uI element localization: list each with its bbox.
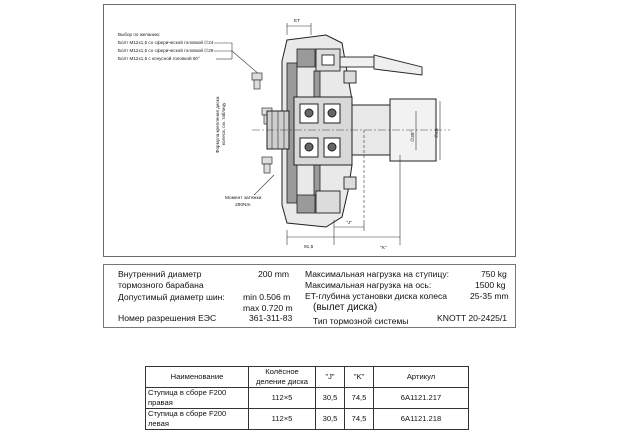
cell-k: 74,5: [344, 408, 374, 430]
spec-right-label-3: ET-глубина установки диска колеса: [305, 291, 448, 301]
header-k: "K": [344, 366, 374, 388]
dim-diameter-39: ∅39°: [410, 130, 416, 142]
spec-box-border: [103, 264, 516, 328]
spec-left-value-1: 200 mm: [258, 269, 290, 279]
bolt-option-1: Болт М12х1,5 со сферической головкой ∅24: [118, 39, 214, 45]
cell-k: 74,5: [344, 387, 374, 409]
spec-left-label-5: Номер разрешения ЕЭС: [118, 313, 217, 323]
header-bolt-pattern: Колёсное деление диска: [248, 366, 316, 388]
dim-k-label: "K": [380, 245, 387, 251]
table-header-row: Наименование Колёсное деление диска "J" …: [145, 366, 469, 388]
hub-body: [266, 96, 353, 166]
cell-name: Ступица в сборе F200 левая: [145, 408, 249, 430]
disk-formula-label-2: колеса, см. таблицу: [221, 102, 226, 145]
parts-table: Наименование Колёсное деление диска "J" …: [145, 366, 469, 430]
header-name: Наименование: [145, 366, 249, 388]
header-j: "J": [315, 366, 345, 388]
cell-j: 30,5: [315, 387, 345, 409]
spec-left-value-5: 361-311-83: [249, 313, 293, 323]
axle-shaft: [252, 98, 450, 162]
spec-left-label-1: Внутренний диаметр: [118, 269, 202, 279]
cell-article: 6A1121.217: [373, 387, 469, 409]
bolt-option-3: Болт М12х1,5 с конусной головкой 60°: [118, 55, 200, 61]
spec-left-label-3: Допустимый диаметр шин:: [118, 292, 225, 302]
spec-left-value-3: min 0.506 m: [243, 292, 291, 302]
dimension-lines: [286, 23, 441, 245]
torque-label-1: Момент затяжки: [225, 195, 262, 201]
bolt-options-heading: Выбор по желанию:: [118, 32, 160, 37]
spec-right-value-3: 25-35 mm: [470, 291, 509, 301]
cell-bolt-pattern: 112×5: [248, 408, 316, 430]
cell-article: 6A1121.218: [373, 408, 469, 430]
brake-mechanism: [315, 48, 423, 214]
cell-name: Ступица в сборе F200 правая: [145, 387, 249, 409]
hub-cross-section-drawing: Выбор по желанию: Болт М12х1,5 со сферич…: [118, 18, 450, 251]
table-row: Ступица в сборе F200 левая 112×5 30,5 74…: [145, 408, 469, 430]
header-article: Артикул: [373, 366, 469, 388]
torque-value: 280Nm: [235, 202, 250, 208]
dim-diameter-45: ∅45: [434, 128, 440, 138]
spec-right-label-2: Максимальная нагрузка на ось:: [305, 280, 432, 290]
bolt-leader-lines: [214, 42, 261, 76]
technical-drawing-frame: Выбор по желанию: Болт М12х1,5 со сферич…: [103, 4, 516, 257]
bolt-option-2: Болт М12х1,5 со сферической головкой ∅28: [118, 47, 214, 53]
dim-915-label: 91,5: [304, 244, 314, 250]
dim-j-label: "J": [346, 220, 352, 226]
table-row: Ступица в сборе F200 правая 112×5 30,5 7…: [145, 387, 469, 409]
dim-et-label: ET: [294, 18, 300, 24]
spec-right-value-5: KNOTT 20-2425/1: [437, 313, 508, 323]
cell-j: 30,5: [315, 408, 345, 430]
spec-right-label-5: Тип тормозной системы: [313, 316, 409, 326]
spec-right-value-1: 750 kg: [481, 269, 507, 279]
spec-left-label-2: тормозного барабана: [118, 280, 204, 290]
spec-right-label-1: Максимальная нагрузка на ступицу:: [305, 269, 450, 279]
spec-left-value-4: max 0.720 m: [243, 303, 293, 313]
spec-right-value-2: 1500 kg: [475, 280, 506, 290]
disk-formula-label-1: Формула крепления диска: [215, 96, 220, 153]
cell-bolt-pattern: 112×5: [248, 387, 316, 409]
spec-right-label-4: (вылет диска): [313, 302, 378, 313]
